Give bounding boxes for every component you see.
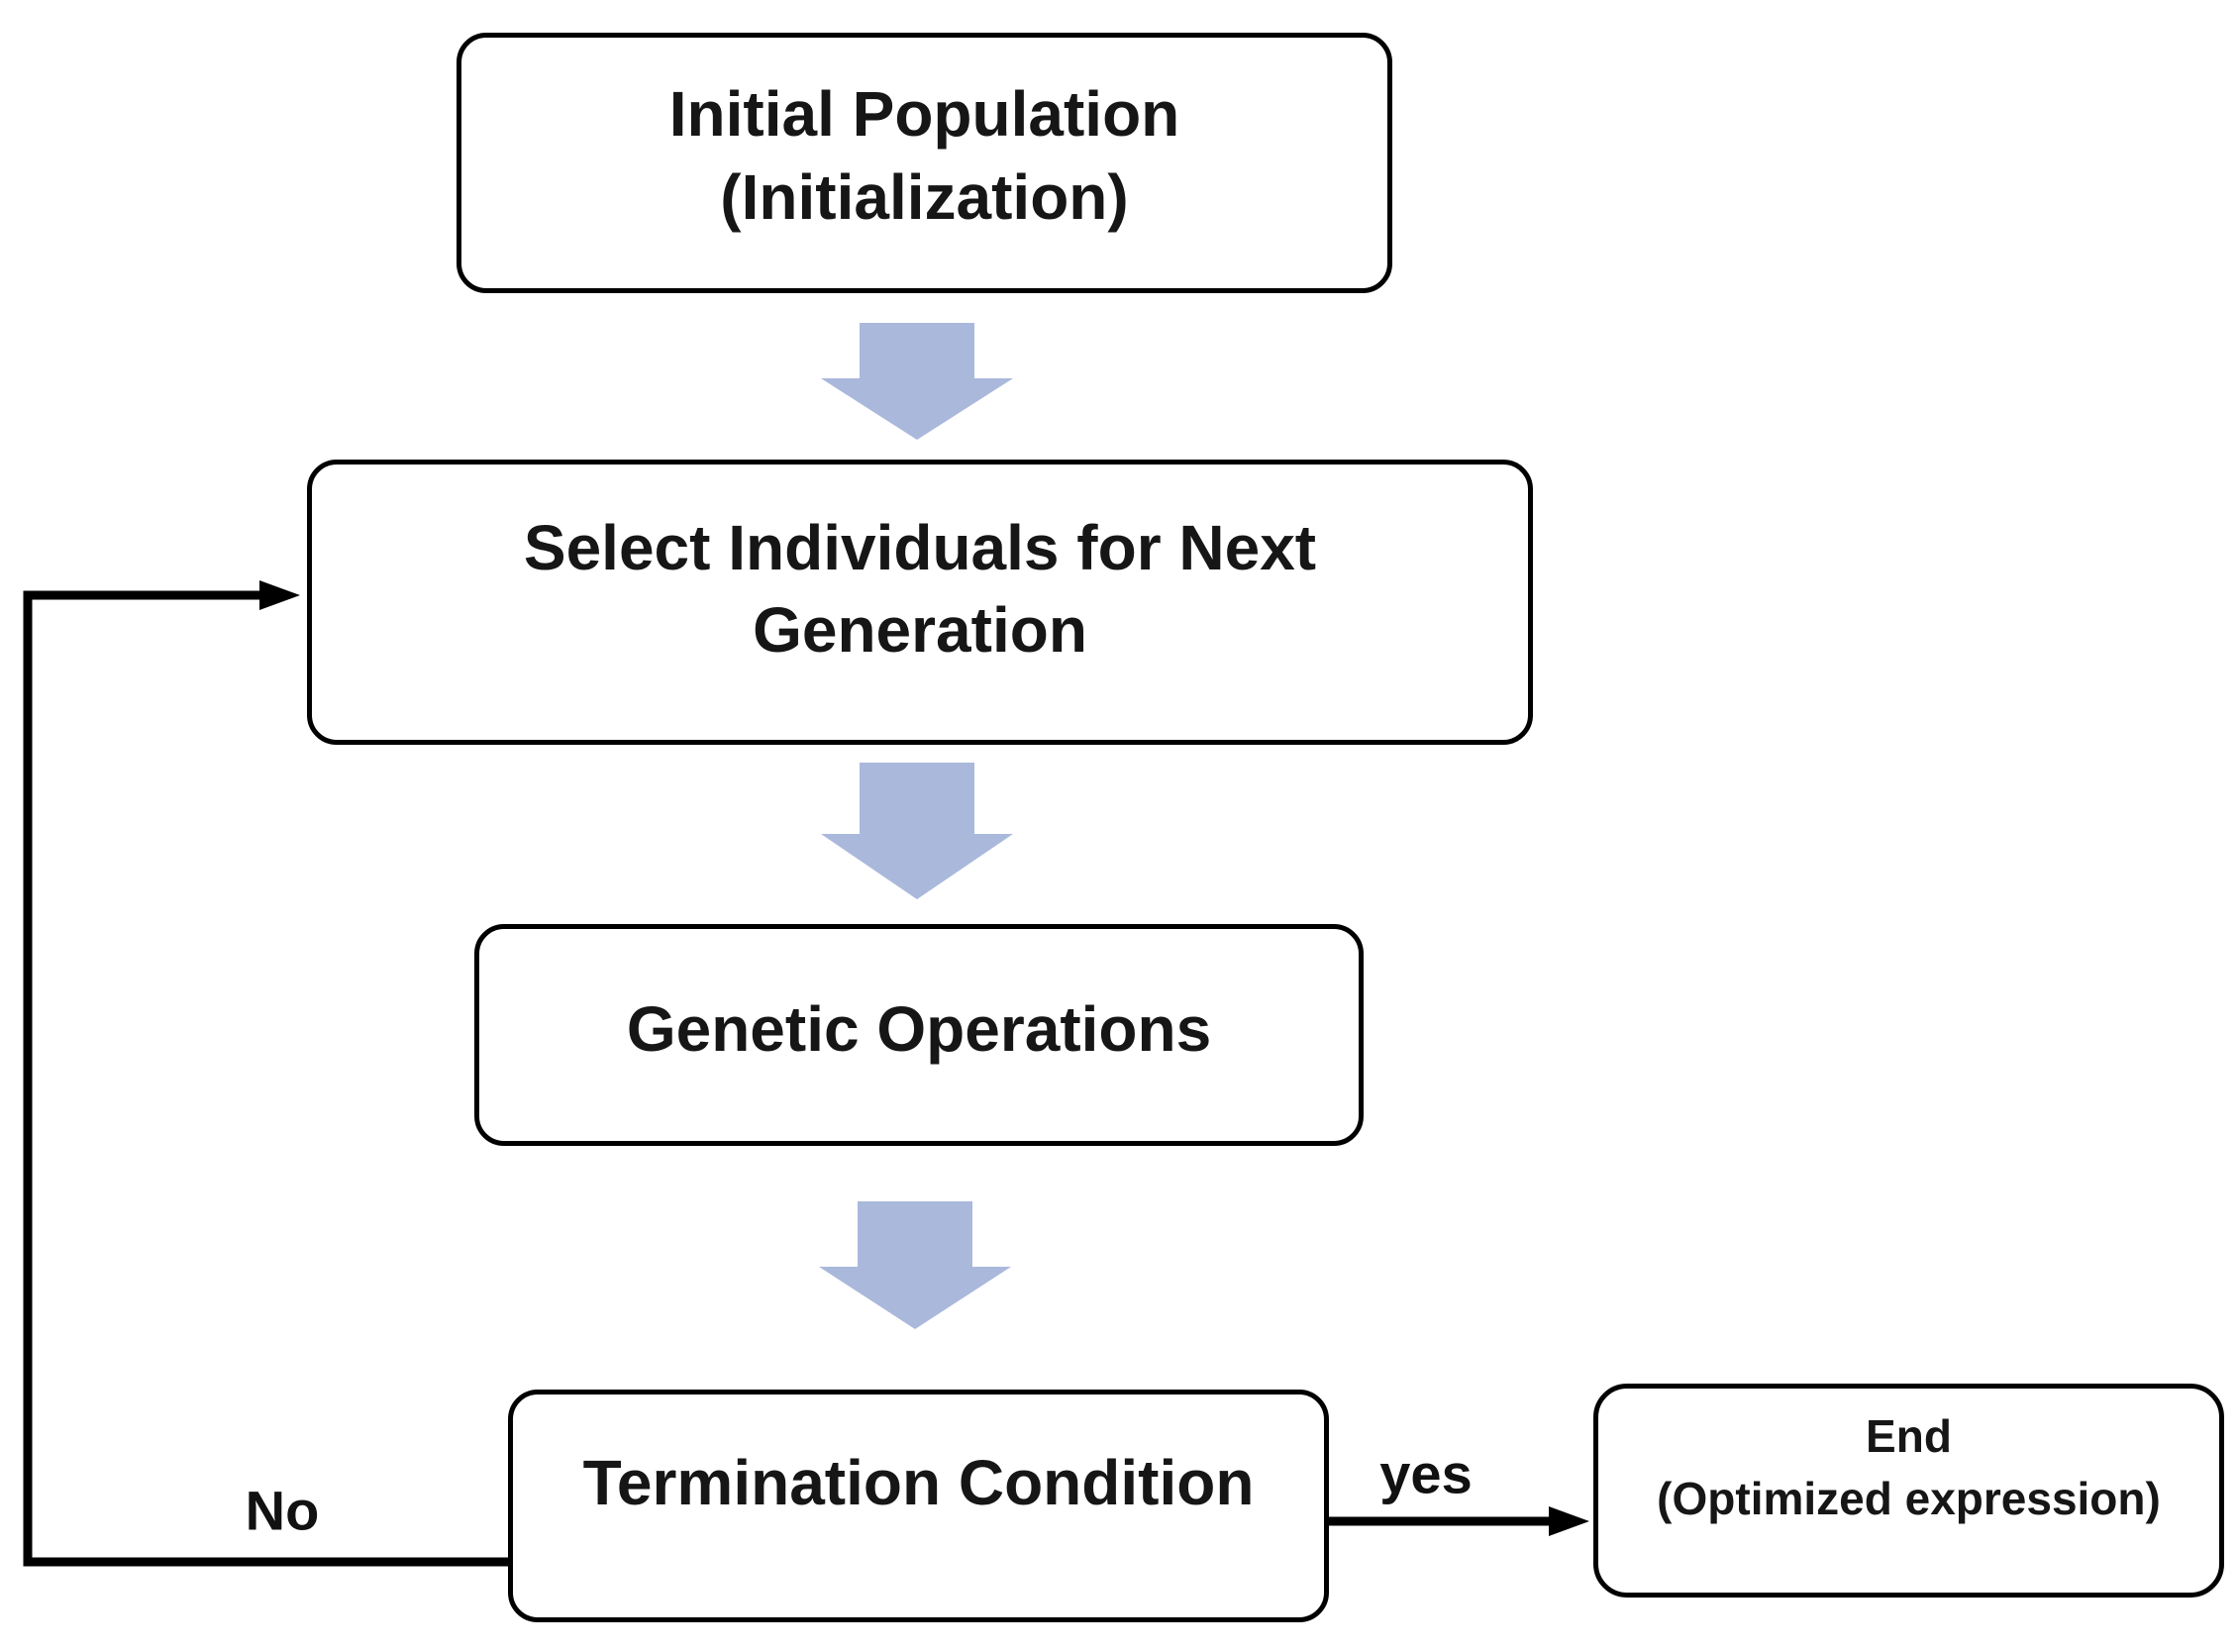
yes-arrowhead [1549, 1506, 1589, 1536]
down-block-arrow-3 [819, 1201, 1011, 1329]
node-termination-condition: Termination Condition [508, 1390, 1329, 1622]
node-text-line: (Initialization) [720, 160, 1129, 233]
node-genetic-operations: Genetic Operations [474, 924, 1364, 1146]
node-text-line: (Optimized expression) [1657, 1473, 2161, 1524]
node-select-individuals: Select Individuals for Next Generation [307, 460, 1533, 745]
node-end-optimized-expression: End (Optimized expression) [1593, 1384, 2224, 1598]
down-block-arrow-1 [821, 323, 1013, 440]
node-text-line: End [1866, 1409, 1952, 1462]
no-loop-line [23, 590, 508, 1567]
node-text-line: Select Individuals for Next [523, 511, 1317, 583]
node-text-line: Initial Population [668, 78, 1180, 151]
node-initial-population: Initial Population (Initialization) [457, 33, 1392, 293]
edge-label-yes: yes [1379, 1442, 1473, 1505]
node-text-line: Termination Condition [582, 1446, 1255, 1518]
down-block-arrow-2 [821, 763, 1013, 899]
node-text-line: Generation [753, 594, 1087, 666]
node-text-line: Genetic Operations [626, 993, 1212, 1066]
edge-label-no: No [245, 1479, 320, 1542]
no-arrowhead [259, 580, 300, 610]
